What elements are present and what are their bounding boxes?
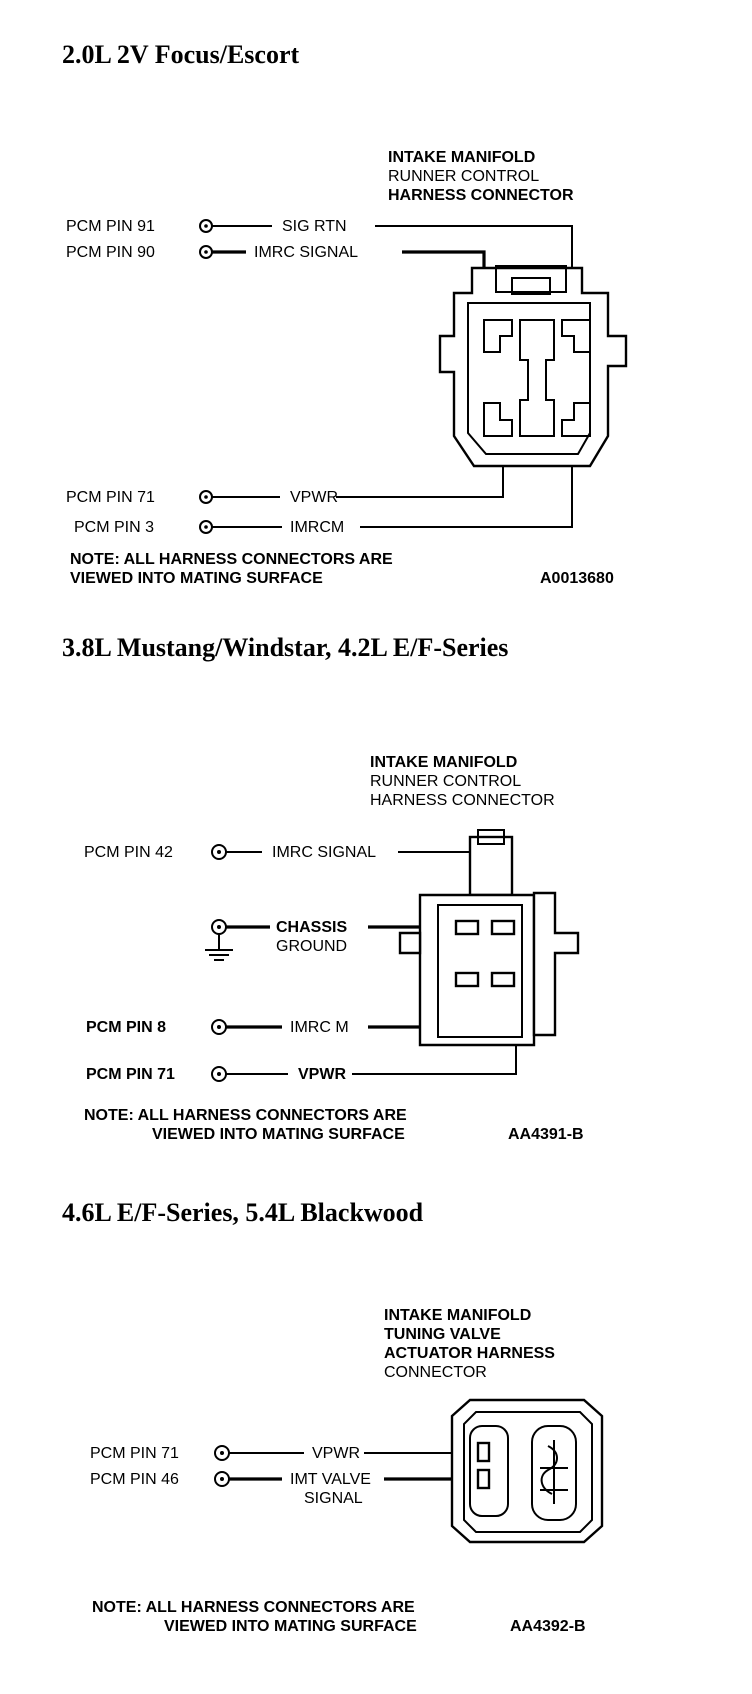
pcm-pin-label: PCM PIN 46 (90, 1471, 179, 1488)
harness-connector-mustang (398, 829, 580, 1047)
pcm-terminal-icon (211, 1066, 227, 1082)
pcm-terminal-icon (211, 844, 227, 860)
connector-caption-line-1: INTAKE MANIFOLD (388, 149, 535, 166)
signal-label: VPWR (312, 1445, 360, 1462)
pcm-pin-label: PCM PIN 8 (86, 1019, 166, 1036)
terminal-cavity (483, 319, 591, 437)
note-line-1: NOTE: ALL HARNESS CONNECTORS ARE (70, 551, 393, 568)
section-title-focus-escort: 2.0L 2V Focus/Escort (62, 40, 300, 69)
note-line-1: NOTE: ALL HARNESS CONNECTORS ARE (84, 1107, 407, 1124)
pcm-terminal-icon (199, 219, 213, 233)
signal-label: CHASSIS (276, 919, 347, 936)
connector-caption-line-2: RUNNER CONTROL (370, 773, 521, 790)
connector-caption-line-1: INTAKE MANIFOLD (370, 754, 517, 771)
pcm-terminal-icon (199, 245, 213, 259)
wire-imrcm (212, 440, 573, 528)
pcm-pin-label: PCM PIN 71 (90, 1445, 179, 1462)
pcm-terminal-icon (214, 1445, 230, 1461)
wire-vpwr (212, 440, 504, 498)
connector-caption-line-3: ACTUATOR HARNESS (384, 1345, 555, 1362)
note-line-2: VIEWED INTO MATING SURFACE (70, 570, 323, 587)
signal-label: VPWR (290, 489, 338, 506)
pcm-pin-label: PCM PIN 42 (84, 844, 173, 861)
connector-caption-line-3: HARNESS CONNECTOR (388, 187, 574, 204)
connector-caption-line-2: TUNING VALVE (384, 1326, 501, 1343)
harness-connector-blackwood (450, 1398, 604, 1544)
connector-caption-line-3: HARNESS CONNECTOR (370, 792, 555, 809)
signal-label: IMT VALVE (290, 1471, 371, 1488)
mustang-windstar-wiring-diagram: INTAKE MANIFOLD RUNNER CONTROL HARNESS C… (84, 754, 584, 1143)
pcm-terminal-icon (214, 1471, 230, 1487)
note-line-1: NOTE: ALL HARNESS CONNECTORS ARE (92, 1599, 415, 1616)
pcm-pin-label: PCM PIN 71 (86, 1066, 175, 1083)
e-series-blackwood-wiring-diagram: INTAKE MANIFOLD TUNING VALVE ACTUATOR HA… (90, 1307, 604, 1635)
signal-label: IMRC M (290, 1019, 349, 1036)
harness-connector-focus (438, 265, 628, 468)
signal-label: SIG RTN (282, 218, 347, 235)
signal-label: IMRC SIGNAL (254, 244, 358, 261)
connector-caption-line-1: INTAKE MANIFOLD (384, 1307, 531, 1324)
pcm-terminal-icon (199, 490, 213, 504)
section-title-e-series-blackwood: 4.6L E/F-Series, 5.4L Blackwood (62, 1198, 424, 1227)
pcm-pin-label: PCM PIN 91 (66, 218, 155, 235)
pcm-pin-label: PCM PIN 71 (66, 489, 155, 506)
pcm-pin-label: PCM PIN 90 (66, 244, 155, 261)
focus-escort-wiring-diagram: INTAKE MANIFOLD RUNNER CONTROL HARNESS C… (66, 149, 628, 587)
figure-id: AA4391-B (508, 1126, 584, 1143)
connector-caption-line-4: CONNECTOR (384, 1364, 487, 1381)
chassis-ground-icon (205, 919, 233, 961)
figure-id: AA4392-B (510, 1618, 586, 1635)
signal-label-line-2: SIGNAL (304, 1490, 363, 1507)
note-line-2: VIEWED INTO MATING SURFACE (152, 1126, 405, 1143)
section-title-mustang-windstar: 3.8L Mustang/Windstar, 4.2L E/F-Series (62, 633, 509, 662)
figure-id: A0013680 (540, 570, 614, 587)
signal-label: VPWR (298, 1066, 346, 1083)
note-line-2: VIEWED INTO MATING SURFACE (164, 1618, 417, 1635)
pcm-pin-label: PCM PIN 3 (74, 519, 154, 536)
connector-caption-line-2: RUNNER CONTROL (388, 168, 539, 185)
signal-label: IMRC SIGNAL (272, 844, 376, 861)
pcm-terminal-icon (211, 1019, 227, 1035)
signal-label: IMRCM (290, 519, 344, 536)
pcm-terminal-icon (199, 520, 213, 534)
signal-label-line-2: GROUND (276, 938, 347, 955)
